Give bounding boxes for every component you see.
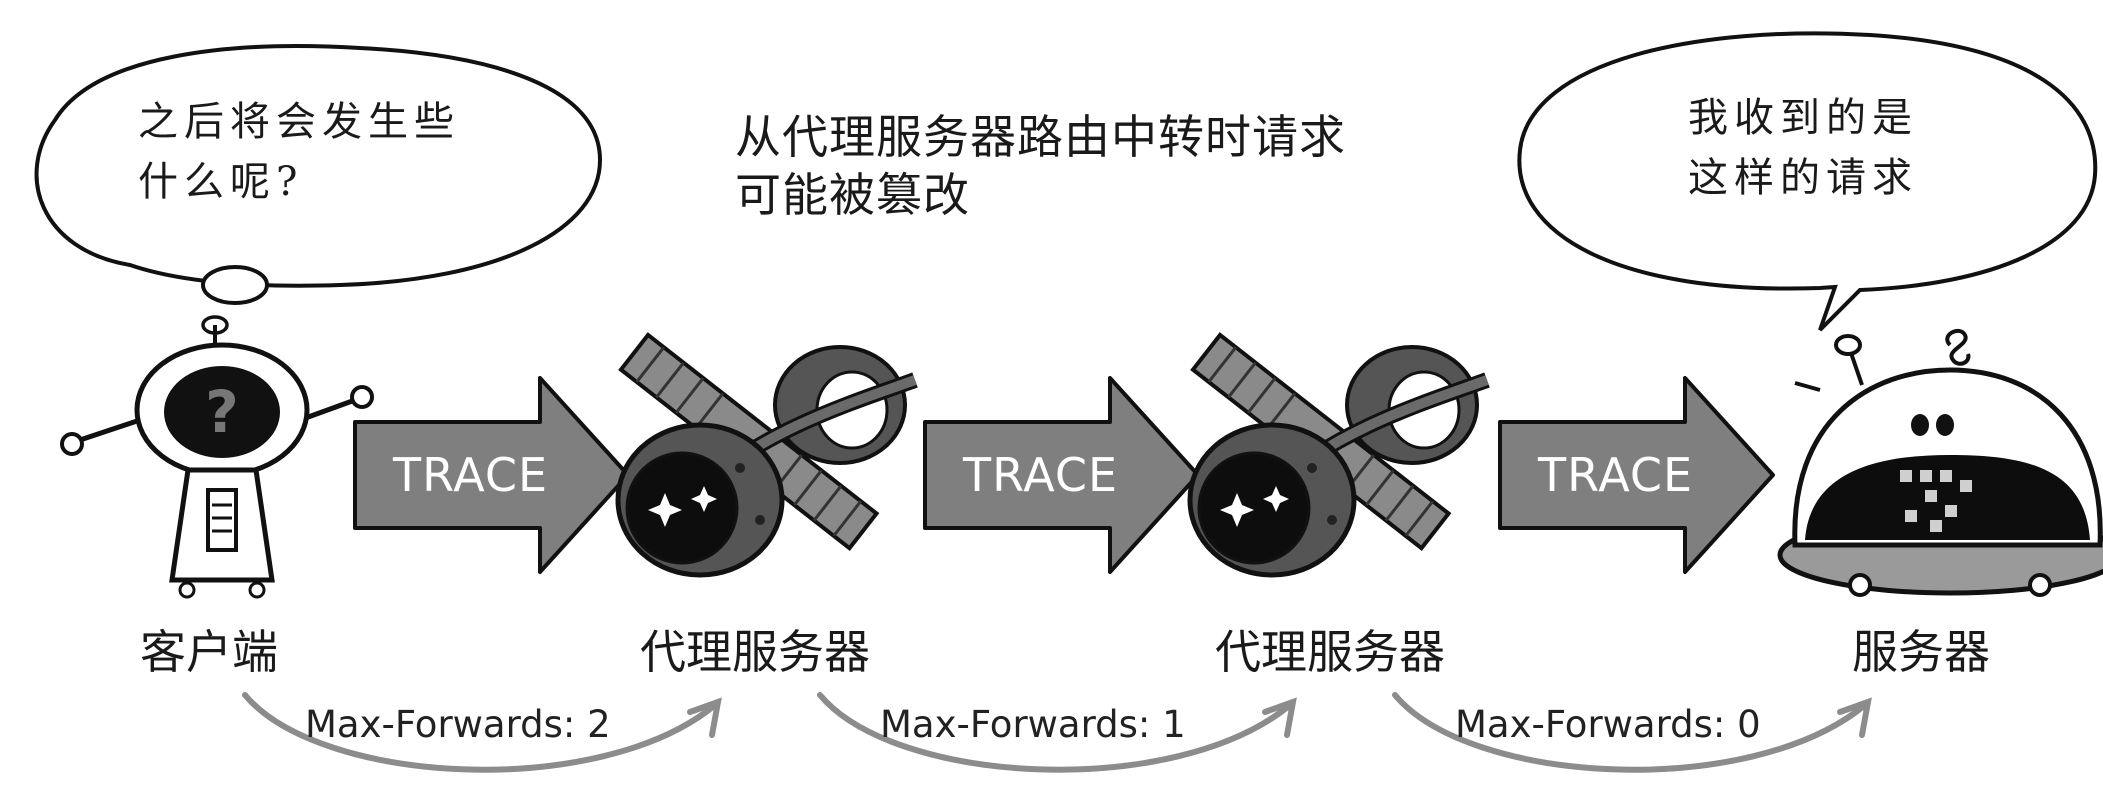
- client-thought-bubble: [34, 44, 603, 335]
- max-forwards-label-3: Max-Forwards: 0: [1455, 703, 1761, 746]
- proxy-server-1-icon: [615, 332, 918, 578]
- max-forwards-label-2: Max-Forwards: 1: [880, 703, 1186, 746]
- server-speech-line-2: 这样的请求: [1688, 155, 1918, 201]
- proxy-server-2-icon: [1187, 332, 1490, 578]
- trace-arrow-2-label: TRACE: [963, 448, 1119, 502]
- client-thought-text: 之后将会发生些 什么呢?: [138, 92, 460, 212]
- proxy-server-2-label: 代理服务器: [1215, 625, 1445, 679]
- client-thought-line-2: 什么呢?: [138, 159, 304, 205]
- trace-arrow-3: [1498, 376, 1775, 574]
- max-forwards-label-1: Max-Forwards: 2: [305, 703, 611, 746]
- svg-text:?: ?: [205, 378, 239, 446]
- proxy-server-1-label: 代理服务器: [640, 625, 870, 679]
- trace-arrow-2: [923, 376, 1200, 574]
- client-thought-line-1: 之后将会发生些: [138, 99, 460, 145]
- tamper-caption-line-2: 可能被篡改: [735, 168, 970, 222]
- server-label: 服务器: [1852, 625, 1990, 679]
- trace-arrow-3-label: TRACE: [1538, 448, 1694, 502]
- server-speech-bubble: [1517, 31, 2098, 332]
- trace-arrow-1: [353, 376, 630, 574]
- client-robot-icon: ?: [60, 325, 374, 599]
- max-forwards-curve-1: [242, 692, 722, 773]
- tamper-caption-line-1: 从代理服务器路由中转时请求: [735, 110, 1346, 164]
- server-robot-icon: [1777, 328, 2103, 597]
- server-speech-line-1: 我收到的是: [1688, 95, 1918, 141]
- tamper-caption: 从代理服务器路由中转时请求 可能被篡改: [735, 108, 1346, 224]
- max-forwards-curve-2: [817, 692, 1297, 773]
- max-forwards-curve-3: [1392, 692, 1872, 773]
- server-speech-text: 我收到的是 这样的请求: [1688, 88, 1918, 208]
- trace-arrow-1-label: TRACE: [393, 448, 549, 502]
- client-label: 客户端: [140, 625, 278, 679]
